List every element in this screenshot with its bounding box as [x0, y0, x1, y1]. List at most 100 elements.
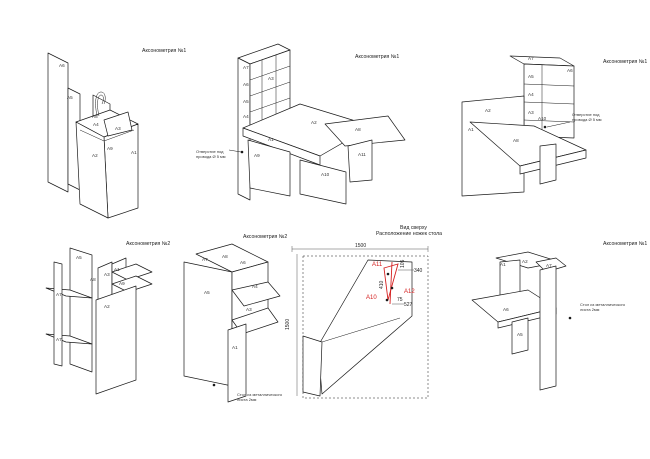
dim-width: 1500: [355, 243, 366, 249]
note-metal-br-2: листа 2мм: [580, 307, 600, 312]
label-a3: A3: [246, 307, 252, 312]
label-a9: A9: [119, 281, 125, 286]
label-a3: A3: [528, 110, 534, 115]
label-a8: A8: [222, 254, 228, 259]
label-a5: A5: [243, 99, 249, 104]
label-a6: A6: [59, 63, 65, 68]
label-a10: A10: [366, 295, 377, 301]
panel-back: [53, 261, 63, 367]
desk-wing-a8: [324, 115, 406, 147]
title-axo-top-middle: Аксонометрия №1: [355, 54, 399, 60]
label-a11: A11: [358, 152, 366, 157]
metal-desk-marker: [212, 383, 216, 387]
axonometry-top-right: Аксонометрия №1 Отверстие под провода Ø …: [461, 55, 647, 197]
note-metal-bm-1: Стол из металлического: [237, 392, 283, 397]
label-a8: A8: [513, 138, 519, 143]
shelf-line-2: [249, 81, 291, 97]
faucet-spout: [95, 91, 106, 117]
dim-527: 527: [404, 302, 413, 308]
label-a9: A9: [254, 153, 260, 158]
leg-right: [539, 265, 557, 391]
side-panel-a1: [461, 95, 525, 197]
label-a12: A12: [404, 289, 415, 295]
title-axo-bottom-left: Аксонометрия №2: [126, 241, 170, 247]
panel-a1: [103, 123, 139, 219]
leg-a11: [347, 139, 373, 183]
label-a9: A9: [107, 146, 113, 151]
panel-a1: [111, 263, 153, 281]
plan-legs-triangle: [383, 263, 399, 301]
leg-point: [390, 286, 394, 290]
label-a3: A3: [115, 126, 121, 131]
axonometry-bottom-left: Аксонометрия №2 A5 A8 A1 A3 A9 A7 A2 A7: [45, 241, 170, 395]
label-a1: A1: [114, 267, 120, 272]
panel-a2: [95, 285, 137, 395]
cable-hole-marker: [240, 150, 244, 154]
note-hole-mid-1: Отверстие под: [196, 149, 224, 154]
dim-410: 410: [379, 280, 385, 289]
label-a5: A5: [67, 95, 73, 100]
label-a7: A7: [202, 257, 208, 262]
axonometry-top-left: Аксонометрия №1 A6 A5 A8 A4 A3 A9 A2 A1: [47, 48, 186, 219]
leg-point: [386, 272, 390, 276]
title-axo-bottom-middle: Аксонометрия №2: [243, 234, 287, 240]
shelf-line-2: [523, 101, 575, 105]
hole-leader: [546, 121, 571, 128]
label-a7-lower: A7: [56, 337, 62, 342]
label-a2: A2: [104, 304, 110, 309]
plan-title-1: Вид сверху: [400, 225, 427, 231]
panel-a6: [47, 52, 69, 193]
label-a2: A2: [311, 120, 317, 125]
label-a1: A1: [268, 137, 274, 142]
label-a2: A2: [92, 153, 98, 158]
dim-height: 1500: [285, 319, 291, 330]
sink-edge: [79, 129, 135, 142]
plan-leg-axis: [389, 261, 393, 305]
label-a8: A8: [92, 114, 98, 119]
label-a7: A7: [546, 263, 552, 268]
label-a5: A5: [517, 332, 523, 337]
label-a11: A11: [372, 262, 383, 268]
label-a6: A6: [240, 260, 246, 265]
faucet-spout-inner: [97, 94, 104, 117]
cable-hole-marker: [543, 125, 547, 129]
label-a4: A4: [243, 114, 249, 119]
label-a6: A6: [503, 307, 509, 312]
leg-a6: [247, 139, 291, 197]
plan-view: Вид сверху Расположение ножек стола 1500…: [285, 225, 442, 399]
label-a4: A4: [252, 284, 258, 289]
shelf-a4: [231, 281, 281, 307]
label-a1: A1: [232, 345, 238, 350]
plan-title-2: Расположение ножек стола: [376, 231, 442, 237]
note-hole-mid-2: провода Ø 5 мм: [196, 154, 226, 159]
label-a3: A3: [104, 272, 110, 277]
leg-a10: [299, 159, 347, 205]
label-a4: A4: [528, 92, 534, 97]
label-a6: A6: [567, 68, 573, 73]
shelf-line-3: [249, 97, 291, 113]
panel-a2: [75, 121, 109, 219]
label-a10: A10: [538, 116, 547, 121]
label-a8: A8: [355, 127, 361, 132]
label-a2: A2: [485, 108, 491, 113]
dim-75: 75: [397, 297, 403, 303]
note-metal-br-1: Стол из металлического: [580, 302, 626, 307]
shelf-line-1: [523, 83, 575, 87]
leg-a8: [539, 143, 557, 185]
plan-desk-edge: [321, 317, 401, 343]
label-a5: A5: [76, 255, 82, 260]
shelf-line-1: [249, 65, 291, 81]
title-axo-top-left: Аксонометрия №1: [142, 48, 186, 54]
leg-a1: [227, 323, 247, 403]
metal-desk-marker: [568, 316, 572, 320]
label-a1: A1: [131, 150, 137, 155]
label-a8: A8: [90, 277, 96, 282]
panel-a9: [111, 275, 153, 293]
label-a6: A6: [243, 82, 249, 87]
label-a10: A10: [321, 172, 330, 177]
panel-a5: [511, 317, 529, 355]
shelf-line-3: [523, 119, 575, 123]
plan-desk-side: [302, 335, 323, 397]
note-hole-right-1: Отверстие под: [572, 112, 600, 117]
